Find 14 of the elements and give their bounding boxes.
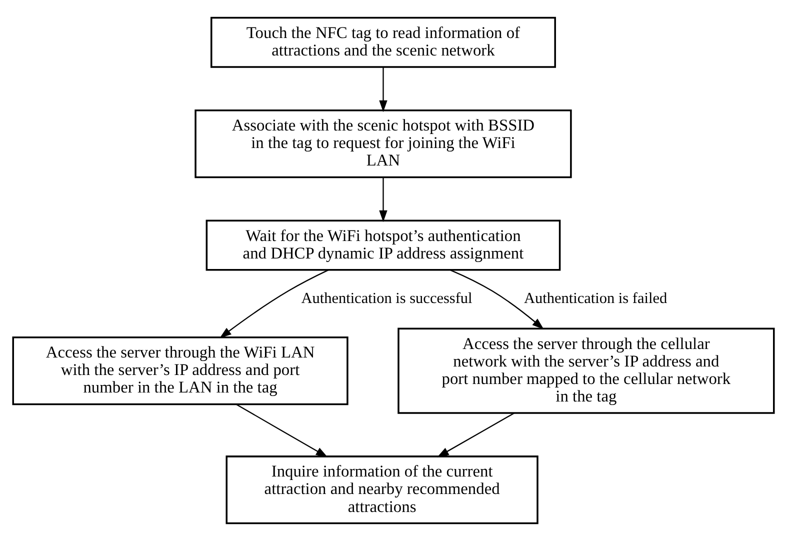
arrow xyxy=(379,66,388,112)
node-box: Access the server through the cellular network with the server’s IP address and port number mapped to the cellular network in the tag xyxy=(398,327,775,414)
node-box: Inquire information of the current attraction and nearby recommended attractions xyxy=(226,455,538,524)
node-box: Associate with the scenic hotspot with BSSID in the tag to request for joining the WiFi LAN xyxy=(194,109,572,178)
arrow xyxy=(437,412,514,457)
edge-label: Authentication is successful xyxy=(301,290,472,307)
arrow xyxy=(236,403,328,457)
edge-label: Authentication is failed xyxy=(524,290,668,307)
arrow xyxy=(220,268,329,338)
arrow xyxy=(379,176,388,222)
node-box: Access the server through the WiFi LAN with the server’s IP address and port number in the LAN in the tag xyxy=(12,336,348,405)
node-box: Wait for the WiFi hotspot’s authentication and DHCP dynamic IP address assignment xyxy=(206,219,561,270)
node-box: Touch the NFC tag to read information of attractions and the scenic network xyxy=(210,16,556,68)
arrow xyxy=(450,269,544,329)
